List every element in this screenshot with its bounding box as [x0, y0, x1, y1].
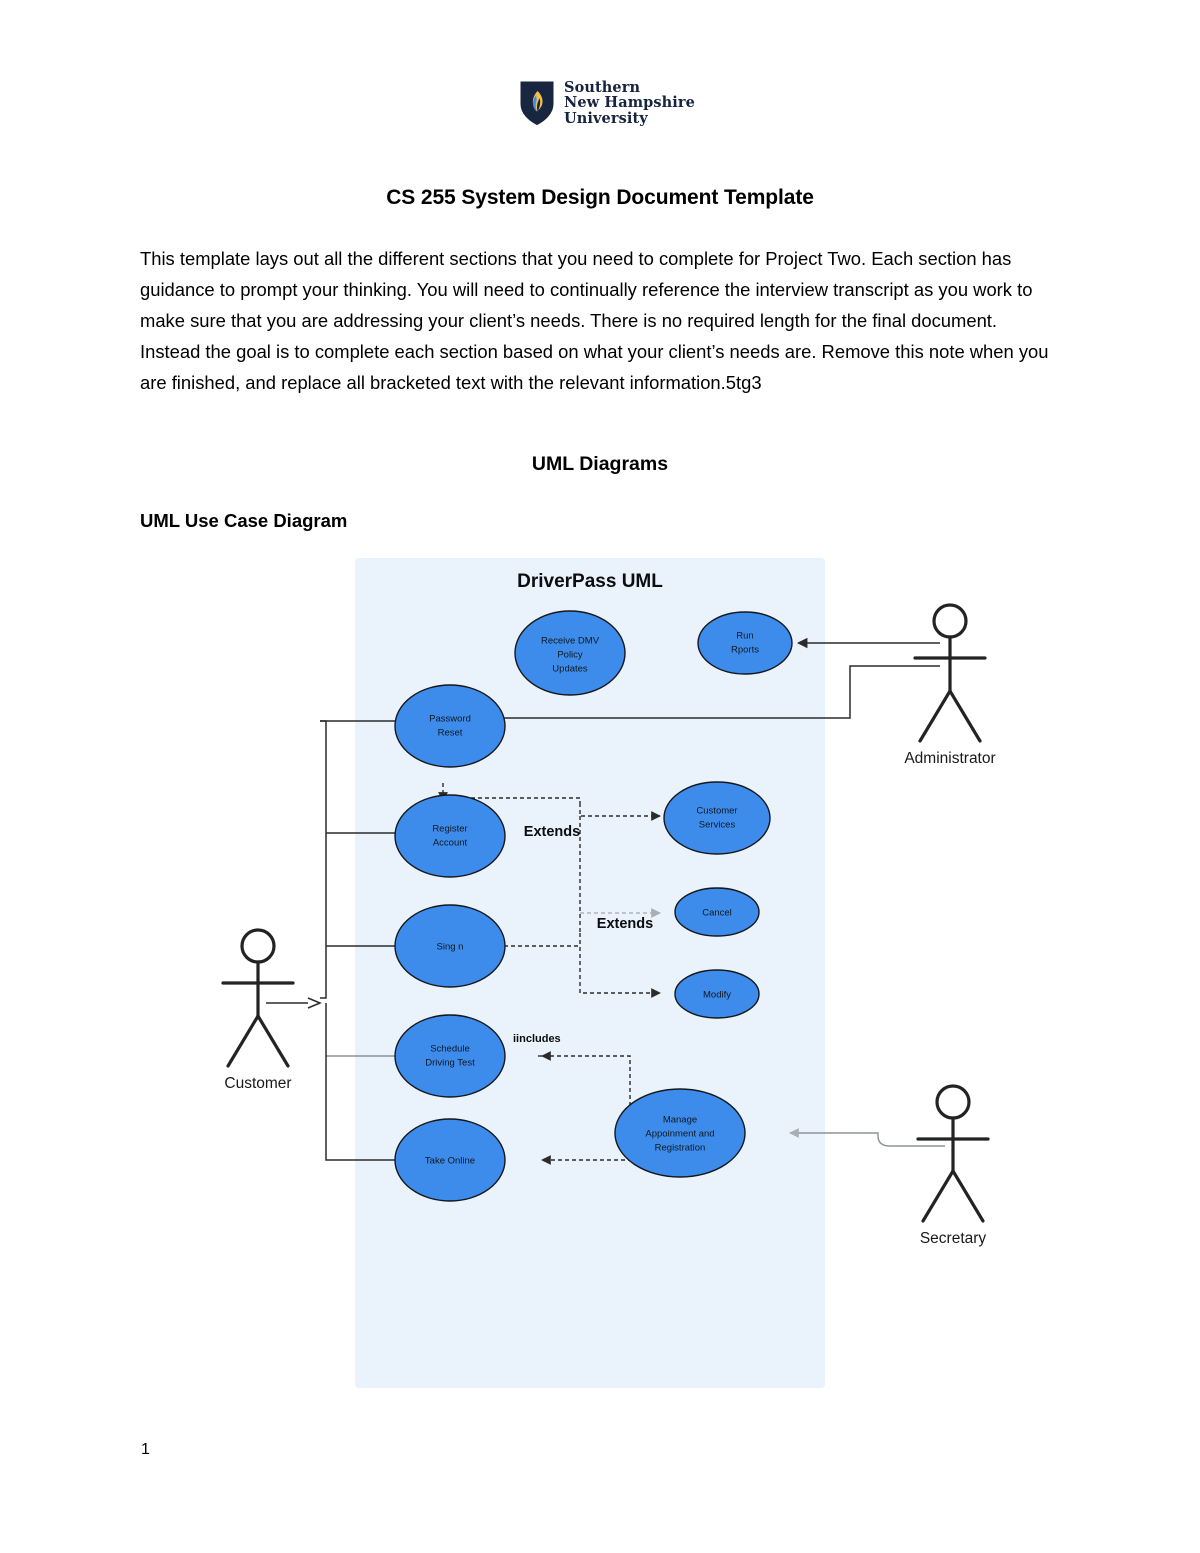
use-case-manage-appointment-registration[interactable] — [614, 1088, 746, 1178]
assoc-admin-password-reset — [490, 665, 940, 719]
actor-label-customer: Customer — [224, 1075, 291, 1092]
administrator-head-icon — [932, 603, 968, 639]
logo-line-2: New Hampshire — [564, 94, 695, 112]
use-case-label-run-reports-2: Rports — [731, 645, 759, 656]
use-case-password-reset[interactable] — [394, 684, 506, 768]
rel-extends-modify — [579, 933, 661, 998]
shield-flame-icon — [520, 81, 554, 126]
secretary-leg-left — [921, 1169, 955, 1223]
assoc-secretary-manage — [789, 1128, 945, 1147]
use-case-run-reports[interactable] — [697, 611, 793, 675]
rel-register-extends-customer-services — [579, 803, 661, 821]
actor-label-administrator: Administrator — [904, 750, 995, 767]
snhu-logo-text: Southern New Hampshire University — [564, 80, 695, 127]
use-case-label-manage-3: Registration — [655, 1143, 706, 1154]
use-case-schedule-driving-test[interactable] — [394, 1014, 506, 1098]
use-case-label-customer-services-1: Customer — [696, 806, 737, 817]
assoc-customer-take-online — [325, 1003, 410, 1161]
customer-trunk-joint — [307, 997, 322, 1009]
logo-line-3: University — [564, 109, 648, 127]
uml-diagram-canvas: DriverPass UML — [221, 558, 996, 1388]
use-case-cancel[interactable] — [674, 887, 760, 937]
use-case-customer-services[interactable] — [663, 781, 771, 855]
secretary-head-icon — [935, 1084, 971, 1120]
use-case-receive-dmv-policy-updates[interactable] — [514, 610, 626, 696]
page-title: CS 255 System Design Document Template — [386, 186, 814, 209]
use-case-label-cancel: Cancel — [702, 908, 732, 919]
rel-includes-path — [541, 1055, 631, 1165]
use-case-label-modify: Modify — [703, 990, 731, 1001]
snhu-logo: Southern New Hampshire University — [520, 72, 700, 134]
customer-head-icon — [240, 928, 276, 964]
uml-use-case-diagram: DriverPass UML — [190, 548, 1050, 1398]
use-case-label-manage-2: Appoinment and — [645, 1129, 714, 1140]
use-case-sign-in[interactable] — [394, 904, 506, 988]
use-case-label-register-account-2: Account — [433, 838, 468, 849]
use-case-label-password-reset-2: Reset — [438, 728, 463, 739]
administrator-leg-left — [918, 689, 952, 743]
use-case-label-schedule-test-1: Schedule — [430, 1044, 470, 1055]
administrator-leg-right — [948, 689, 982, 743]
actor-secretary[interactable]: Secretary — [916, 1084, 990, 1247]
use-case-label-password-reset-1: Password — [429, 714, 471, 725]
use-case-label-receive-dmv-1: Receive DMV — [541, 636, 600, 647]
use-case-label-receive-dmv-2: Policy — [557, 650, 583, 661]
actor-customer[interactable]: Customer — [221, 928, 295, 1092]
logo-line-1: Southern — [564, 78, 641, 96]
use-case-label-customer-services-2: Services — [699, 820, 736, 831]
use-case-label-manage-1: Manage — [663, 1115, 697, 1126]
customer-leg-left — [226, 1014, 260, 1068]
use-case-register-account[interactable] — [394, 794, 506, 878]
use-case-label-register-account-1: Register — [432, 824, 467, 835]
rel-extend-path-upper — [443, 797, 581, 803]
secretary-leg-right — [951, 1169, 985, 1223]
use-case-label-schedule-test-2: Driving Test — [425, 1058, 475, 1069]
diagram-title: DriverPass UML — [517, 571, 663, 592]
use-case-label-take-online: Take Online — [425, 1156, 475, 1167]
use-case-label-sign-in: Sing n — [437, 942, 464, 953]
customer-leg-right — [256, 1014, 290, 1068]
intro-paragraph: This template lays out all the different… — [140, 248, 1049, 393]
relationship-label-extends-1: Extends — [524, 824, 580, 840]
actor-administrator[interactable]: Administrator — [904, 603, 996, 767]
use-case-label-run-reports-1: Run — [736, 631, 753, 642]
use-case-label-receive-dmv-3: Updates — [552, 664, 588, 675]
use-case-modify[interactable] — [674, 969, 760, 1019]
actor-label-secretary: Secretary — [920, 1230, 987, 1247]
relationship-label-includes: iincludes — [513, 1033, 561, 1045]
subsection-heading-use-case-diagram: UML Use Case Diagram — [140, 510, 348, 531]
use-case-take-online[interactable] — [394, 1118, 506, 1202]
section-heading-uml-diagrams: UML Diagrams — [531, 453, 669, 475]
relationship-label-extends-2: Extends — [597, 916, 653, 932]
page-number: 1 — [141, 1441, 150, 1458]
customer-trunk-upper — [320, 720, 327, 999]
